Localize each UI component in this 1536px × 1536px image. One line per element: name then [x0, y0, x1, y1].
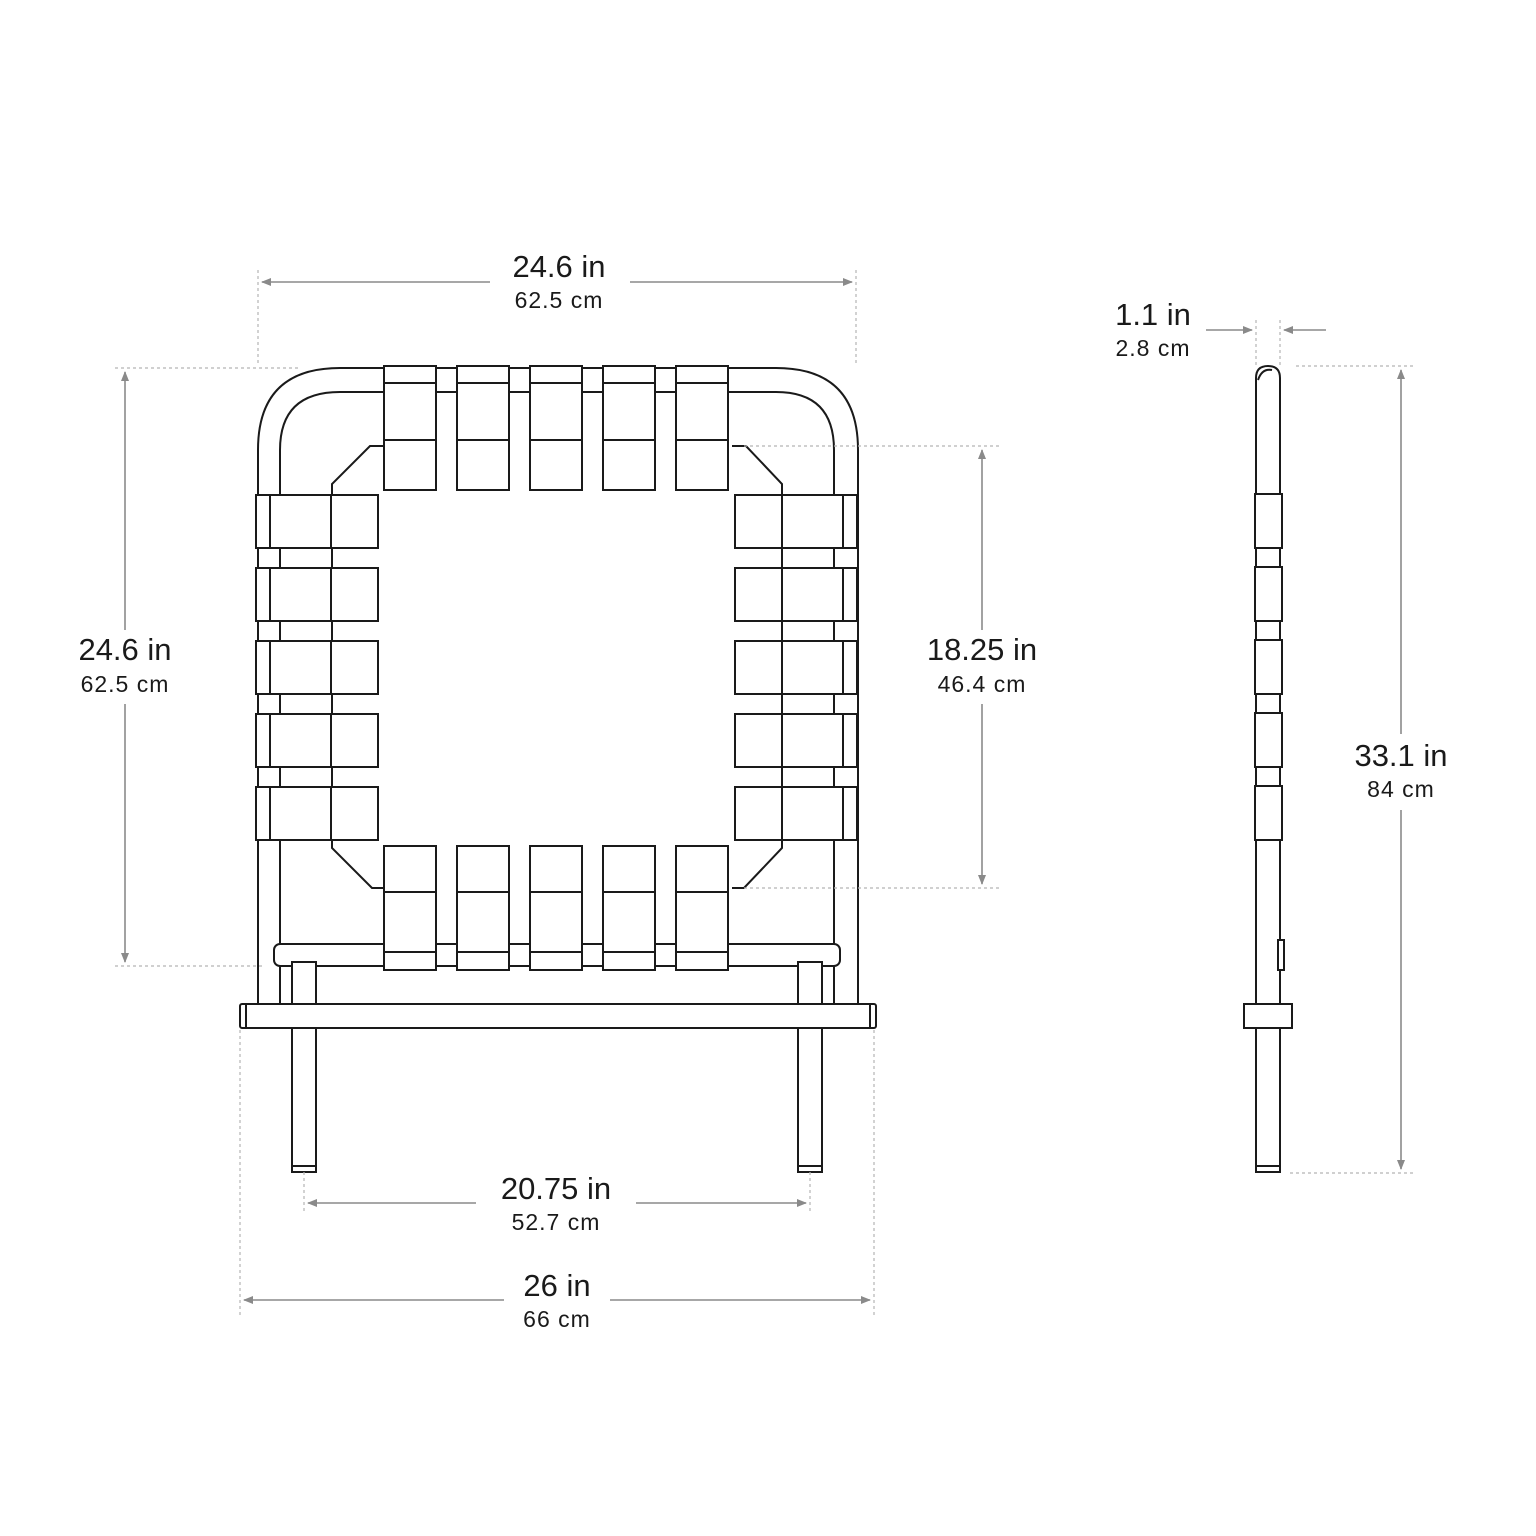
- left-height-imperial: 24.6 in: [78, 632, 171, 667]
- strap: [255, 786, 379, 841]
- strap: [602, 365, 656, 491]
- bottom-straps: [383, 845, 729, 971]
- strap: [255, 713, 379, 768]
- total-height-metric: 84 cm: [1367, 776, 1435, 802]
- strap: [675, 365, 729, 491]
- strap: [529, 365, 583, 491]
- side-crossbar-stub: [1277, 939, 1285, 971]
- base-plank: [239, 1003, 877, 1029]
- side-tube: [1255, 364, 1281, 1173]
- strap: [383, 365, 437, 491]
- strap: [255, 567, 379, 622]
- strap: [602, 845, 656, 971]
- base-width-metric: 66 cm: [523, 1306, 591, 1332]
- side-view: [1243, 364, 1293, 1173]
- strap: [456, 365, 510, 491]
- leg-spacing-imperial: 20.75 in: [501, 1171, 611, 1206]
- right-leg: [797, 961, 823, 1173]
- dimension-lines: [121, 278, 1405, 1304]
- front-view: [239, 365, 877, 1173]
- strap: [383, 845, 437, 971]
- dimension-labels: 24.6 in 62.5 cm 24.6 in 62.5 cm 18.25 in…: [78, 249, 1447, 1332]
- base-width-imperial: 26 in: [523, 1268, 590, 1303]
- strap: [255, 640, 379, 695]
- left-height-metric: 62.5 cm: [81, 671, 170, 697]
- inner-opening-outline: [331, 445, 783, 889]
- side-base-clamp: [1243, 1003, 1293, 1029]
- strap: [734, 786, 858, 841]
- depth-imperial: 1.1 in: [1115, 297, 1191, 332]
- inner-height-imperial: 18.25 in: [927, 632, 1037, 667]
- right-straps: [734, 494, 858, 841]
- total-height-imperial: 33.1 in: [1354, 738, 1447, 773]
- strap: [675, 845, 729, 971]
- inner-height-metric: 46.4 cm: [938, 671, 1027, 697]
- strap: [456, 845, 510, 971]
- strap: [734, 567, 858, 622]
- strap: [734, 713, 858, 768]
- extension-lines: [115, 270, 1416, 1318]
- top-width-imperial: 24.6 in: [512, 249, 605, 284]
- top-straps: [383, 365, 729, 491]
- left-straps: [255, 494, 379, 841]
- strap: [529, 845, 583, 971]
- strap: [734, 640, 858, 695]
- left-leg: [291, 961, 317, 1173]
- side-straps: [1254, 493, 1283, 841]
- strap: [734, 494, 858, 549]
- strap: [255, 494, 379, 549]
- top-width-metric: 62.5 cm: [515, 287, 604, 313]
- leg-spacing-metric: 52.7 cm: [512, 1209, 601, 1235]
- depth-metric: 2.8 cm: [1115, 335, 1190, 361]
